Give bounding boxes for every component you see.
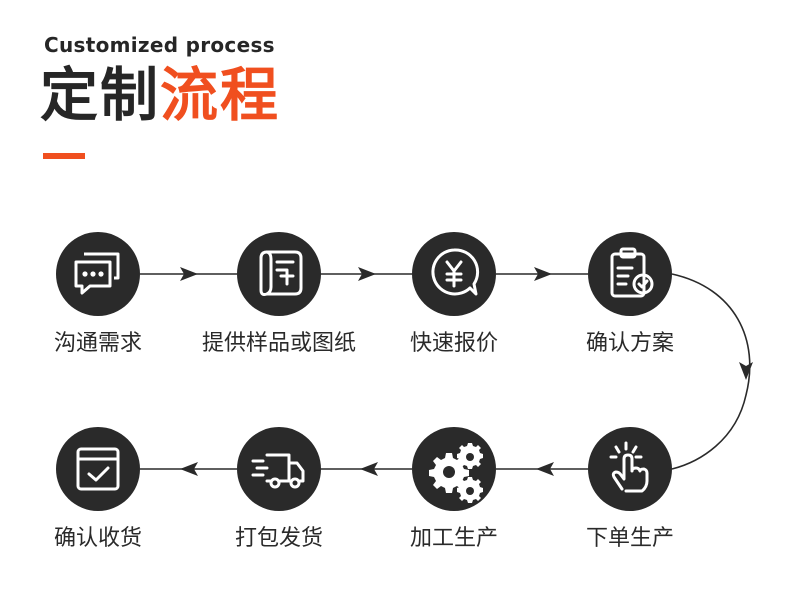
chat-bubbles-icon (74, 252, 120, 295)
step-2-label: 提供样品或图纸 (201, 331, 356, 356)
step-7-label: 打包发货 (234, 526, 323, 551)
step-2-circle (237, 232, 321, 316)
step-1-circle (56, 232, 140, 316)
arrowhead-curve (739, 362, 753, 380)
step-4-circle (588, 232, 672, 316)
step-5-label: 下单生产 (585, 526, 674, 551)
arrowhead-5-6 (536, 462, 554, 476)
arrowhead-6-7 (360, 462, 378, 476)
step-1-label: 沟通需求 (53, 331, 142, 356)
step-7-circle (237, 427, 321, 511)
finger-tap-icon (609, 441, 649, 493)
accent-bar (43, 153, 85, 159)
receive-box-icon (76, 447, 120, 491)
connector-4-5-curve (671, 273, 751, 470)
step-5-circle (588, 427, 672, 511)
step-3-label: 快速报价 (409, 331, 498, 356)
step-6-circle (412, 427, 496, 511)
blueprint-scroll-icon (259, 250, 303, 296)
arrowhead-2-3 (358, 267, 376, 281)
step-3-circle (412, 232, 496, 316)
delivery-truck-icon (251, 453, 305, 489)
clipboard-check-icon (610, 247, 654, 298)
arrowhead-1-2 (180, 267, 198, 281)
page-title-accent: 流程 (160, 61, 281, 129)
page-title-dark: 定制 (40, 61, 161, 129)
step-4-label: 确认方案 (585, 331, 674, 356)
yen-quote-icon (431, 248, 480, 296)
subtitle: Customized process (44, 33, 275, 57)
arrowhead-3-4 (534, 267, 552, 281)
step-8-label: 确认收货 (53, 526, 142, 551)
page-title: 定制流程 (40, 66, 280, 124)
step-6-label: 加工生产 (409, 526, 498, 551)
gears-icon (429, 443, 483, 503)
arrowhead-7-8 (180, 462, 198, 476)
step-8-circle (56, 427, 140, 511)
